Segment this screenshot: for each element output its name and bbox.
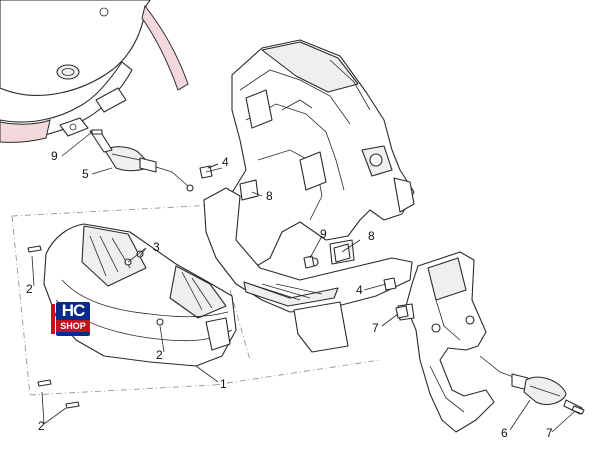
- right-turn-indicator: [479, 355, 583, 415]
- headlight-assembly: [43, 223, 237, 367]
- callout-6: 6: [501, 426, 508, 440]
- fasteners: [27, 129, 585, 415]
- callout-9-top: 9: [320, 227, 327, 241]
- license-plate-holder: [397, 251, 495, 433]
- callout-2-top: 2: [26, 282, 33, 296]
- callout-8-top: 8: [266, 189, 273, 203]
- callout-2-middle: 2: [156, 348, 163, 362]
- logo-text-shop: SHOP: [56, 320, 90, 332]
- callout-7-right: 7: [546, 426, 553, 440]
- callout-5: 5: [82, 167, 89, 181]
- logo-text-hc: HC: [61, 301, 86, 320]
- callout-3: 3: [153, 240, 160, 254]
- upper-fairing-fragment: [0, 0, 189, 143]
- callout-9-bottom: 7: [372, 321, 379, 335]
- callout-2-bottom: 2: [38, 419, 45, 433]
- left-turn-indicator: [89, 130, 194, 192]
- callout-1: 1: [220, 377, 227, 391]
- hc-shop-logo: HC SHOP: [51, 301, 90, 336]
- inner-fairing-frame: [219, 39, 415, 271]
- callout-7-left: 9: [51, 149, 58, 163]
- callout-labels: 9 5 3 2 2 1 2 4 8 8 9 4 7 6 7: [26, 149, 553, 440]
- callout-8-right: 8: [368, 229, 375, 243]
- logo-side-stripe: [51, 304, 55, 334]
- callout-4-top: 4: [222, 155, 229, 169]
- leader-lines: [31, 131, 575, 433]
- callout-4-bottom: 4: [356, 283, 363, 297]
